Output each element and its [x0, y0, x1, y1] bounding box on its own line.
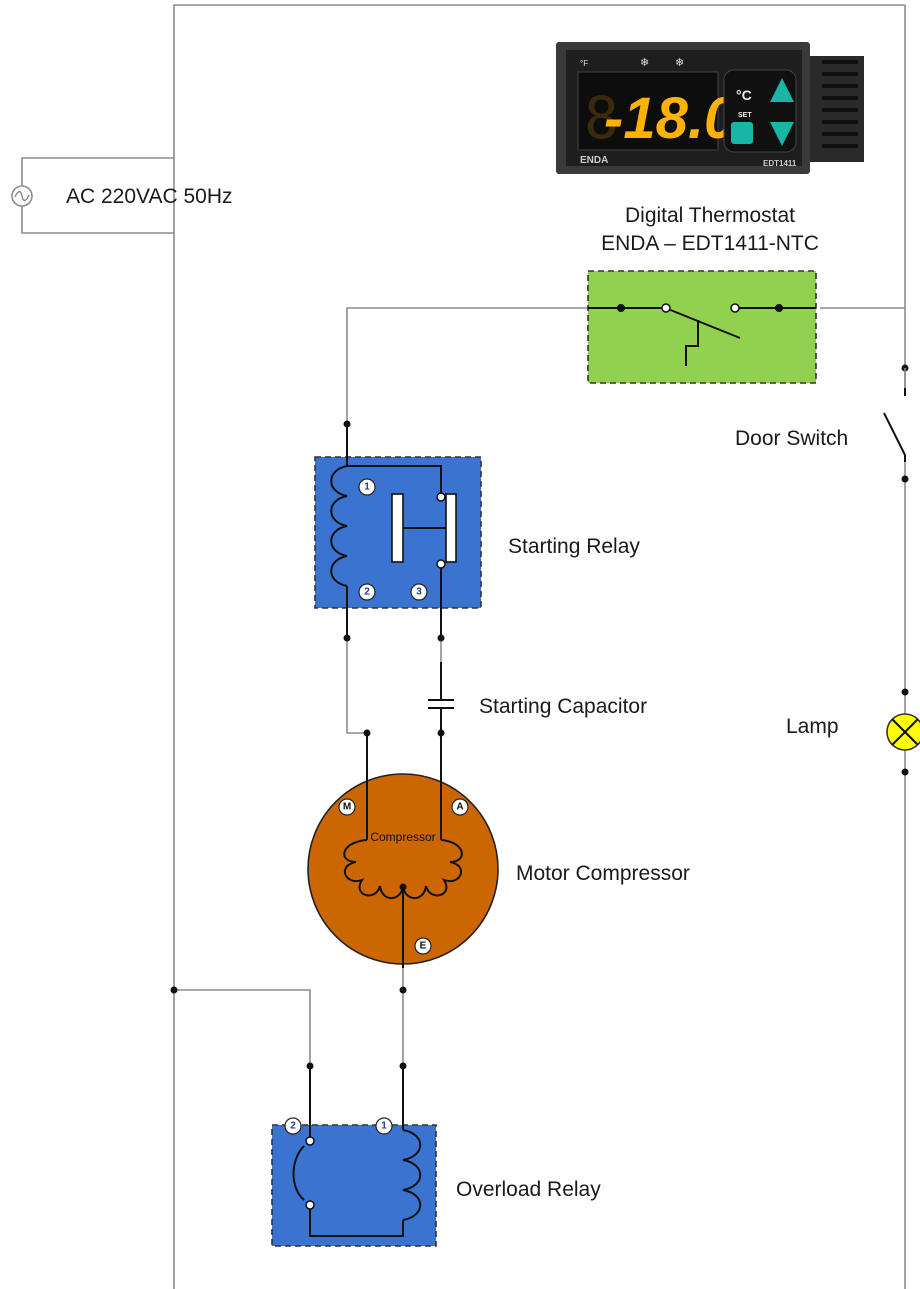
starting-capacitor: Starting Capacitor [428, 662, 647, 740]
overload-relay-box [271, 1124, 437, 1247]
thermostat-device: °F ❄ ❄ 8 -18.0 °C SET ENDA EDT1411 [556, 42, 864, 174]
overload-terminal-number: 2 [290, 1121, 296, 1132]
door-switch-gap [898, 396, 912, 454]
relay2-to-motor-wire [346, 638, 367, 734]
thermostat-terminal-dot [617, 304, 625, 312]
motor-compressor: Compressor M A E Motor Compressor [307, 729, 690, 994]
lamp-label: Lamp [786, 715, 839, 738]
set-label: SET [738, 112, 752, 119]
overload-terminal-number: 1 [381, 1121, 387, 1132]
celsius-label: °C [736, 87, 752, 103]
relay-terminal-number: 1 [364, 482, 370, 493]
starting-relay-label: Starting Relay [508, 535, 640, 558]
lcd-screen [577, 71, 719, 151]
starting-capacitor-label: Starting Capacitor [479, 695, 647, 718]
temperature-display: -18.0 [604, 86, 736, 151]
lamp: Lamp [786, 688, 920, 776]
relay-terminal-number: 2 [364, 587, 370, 598]
fahrenheit-label: °F [580, 59, 588, 68]
thermostat-title: Digital Thermostat [625, 204, 795, 227]
relay-terminal-number: 3 [416, 587, 422, 598]
thermostat-to-relay-wire [346, 307, 588, 424]
up-arrow-button[interactable] [770, 78, 794, 102]
brand-label: ENDA [580, 155, 608, 166]
thermostat-block: Digital Thermostat ENDA – EDT1411-NTC [587, 204, 819, 384]
starting-relay: 1 2 3 Starting Relay [314, 420, 640, 642]
thermostat-contact [661, 303, 671, 313]
relay-contact-bar [445, 493, 457, 563]
model-label: EDT1411 [763, 159, 797, 168]
wiring [21, 4, 906, 1289]
thermostat-contact [730, 303, 740, 313]
door-switch-label: Door Switch [735, 427, 848, 450]
motor-compressor-label: Motor Compressor [516, 862, 690, 885]
set-button[interactable] [731, 122, 753, 144]
snowflake-icon: ❄ [675, 56, 684, 69]
thermostat-terminal-dot [775, 304, 783, 312]
snowflake-icon: ❄ [640, 56, 649, 69]
relay-terminal-badge [358, 478, 376, 496]
compressor-inner-label: Compressor [370, 830, 435, 844]
thermostat-box [587, 270, 817, 384]
source-label: AC 220VAC 50Hz [66, 185, 233, 208]
sine-wave-icon [14, 190, 30, 202]
motor-terminal-letter: E [420, 941, 427, 952]
ac-source: AC 220VAC 50Hz [11, 185, 233, 208]
overload-relay: 2 1 Overload Relay [170, 986, 601, 1247]
relay-terminal-badge [358, 583, 376, 601]
overload-relay-label: Overload Relay [456, 1178, 601, 1201]
thermostat-subtitle: ENDA – EDT1411-NTC [601, 232, 819, 255]
device-vents [822, 60, 858, 148]
motor-terminal-letter: A [456, 802, 463, 813]
lcd-ghost-digit: 8 [584, 84, 619, 152]
left-bus-wire [173, 4, 905, 1289]
relay-armature [391, 493, 404, 563]
bus-to-overload-wire [174, 989, 311, 1098]
down-arrow-button[interactable] [770, 122, 794, 146]
door-switch: Door Switch [735, 364, 912, 483]
motor-terminal-letter: M [343, 802, 351, 813]
relay-terminal-badge [410, 583, 428, 601]
